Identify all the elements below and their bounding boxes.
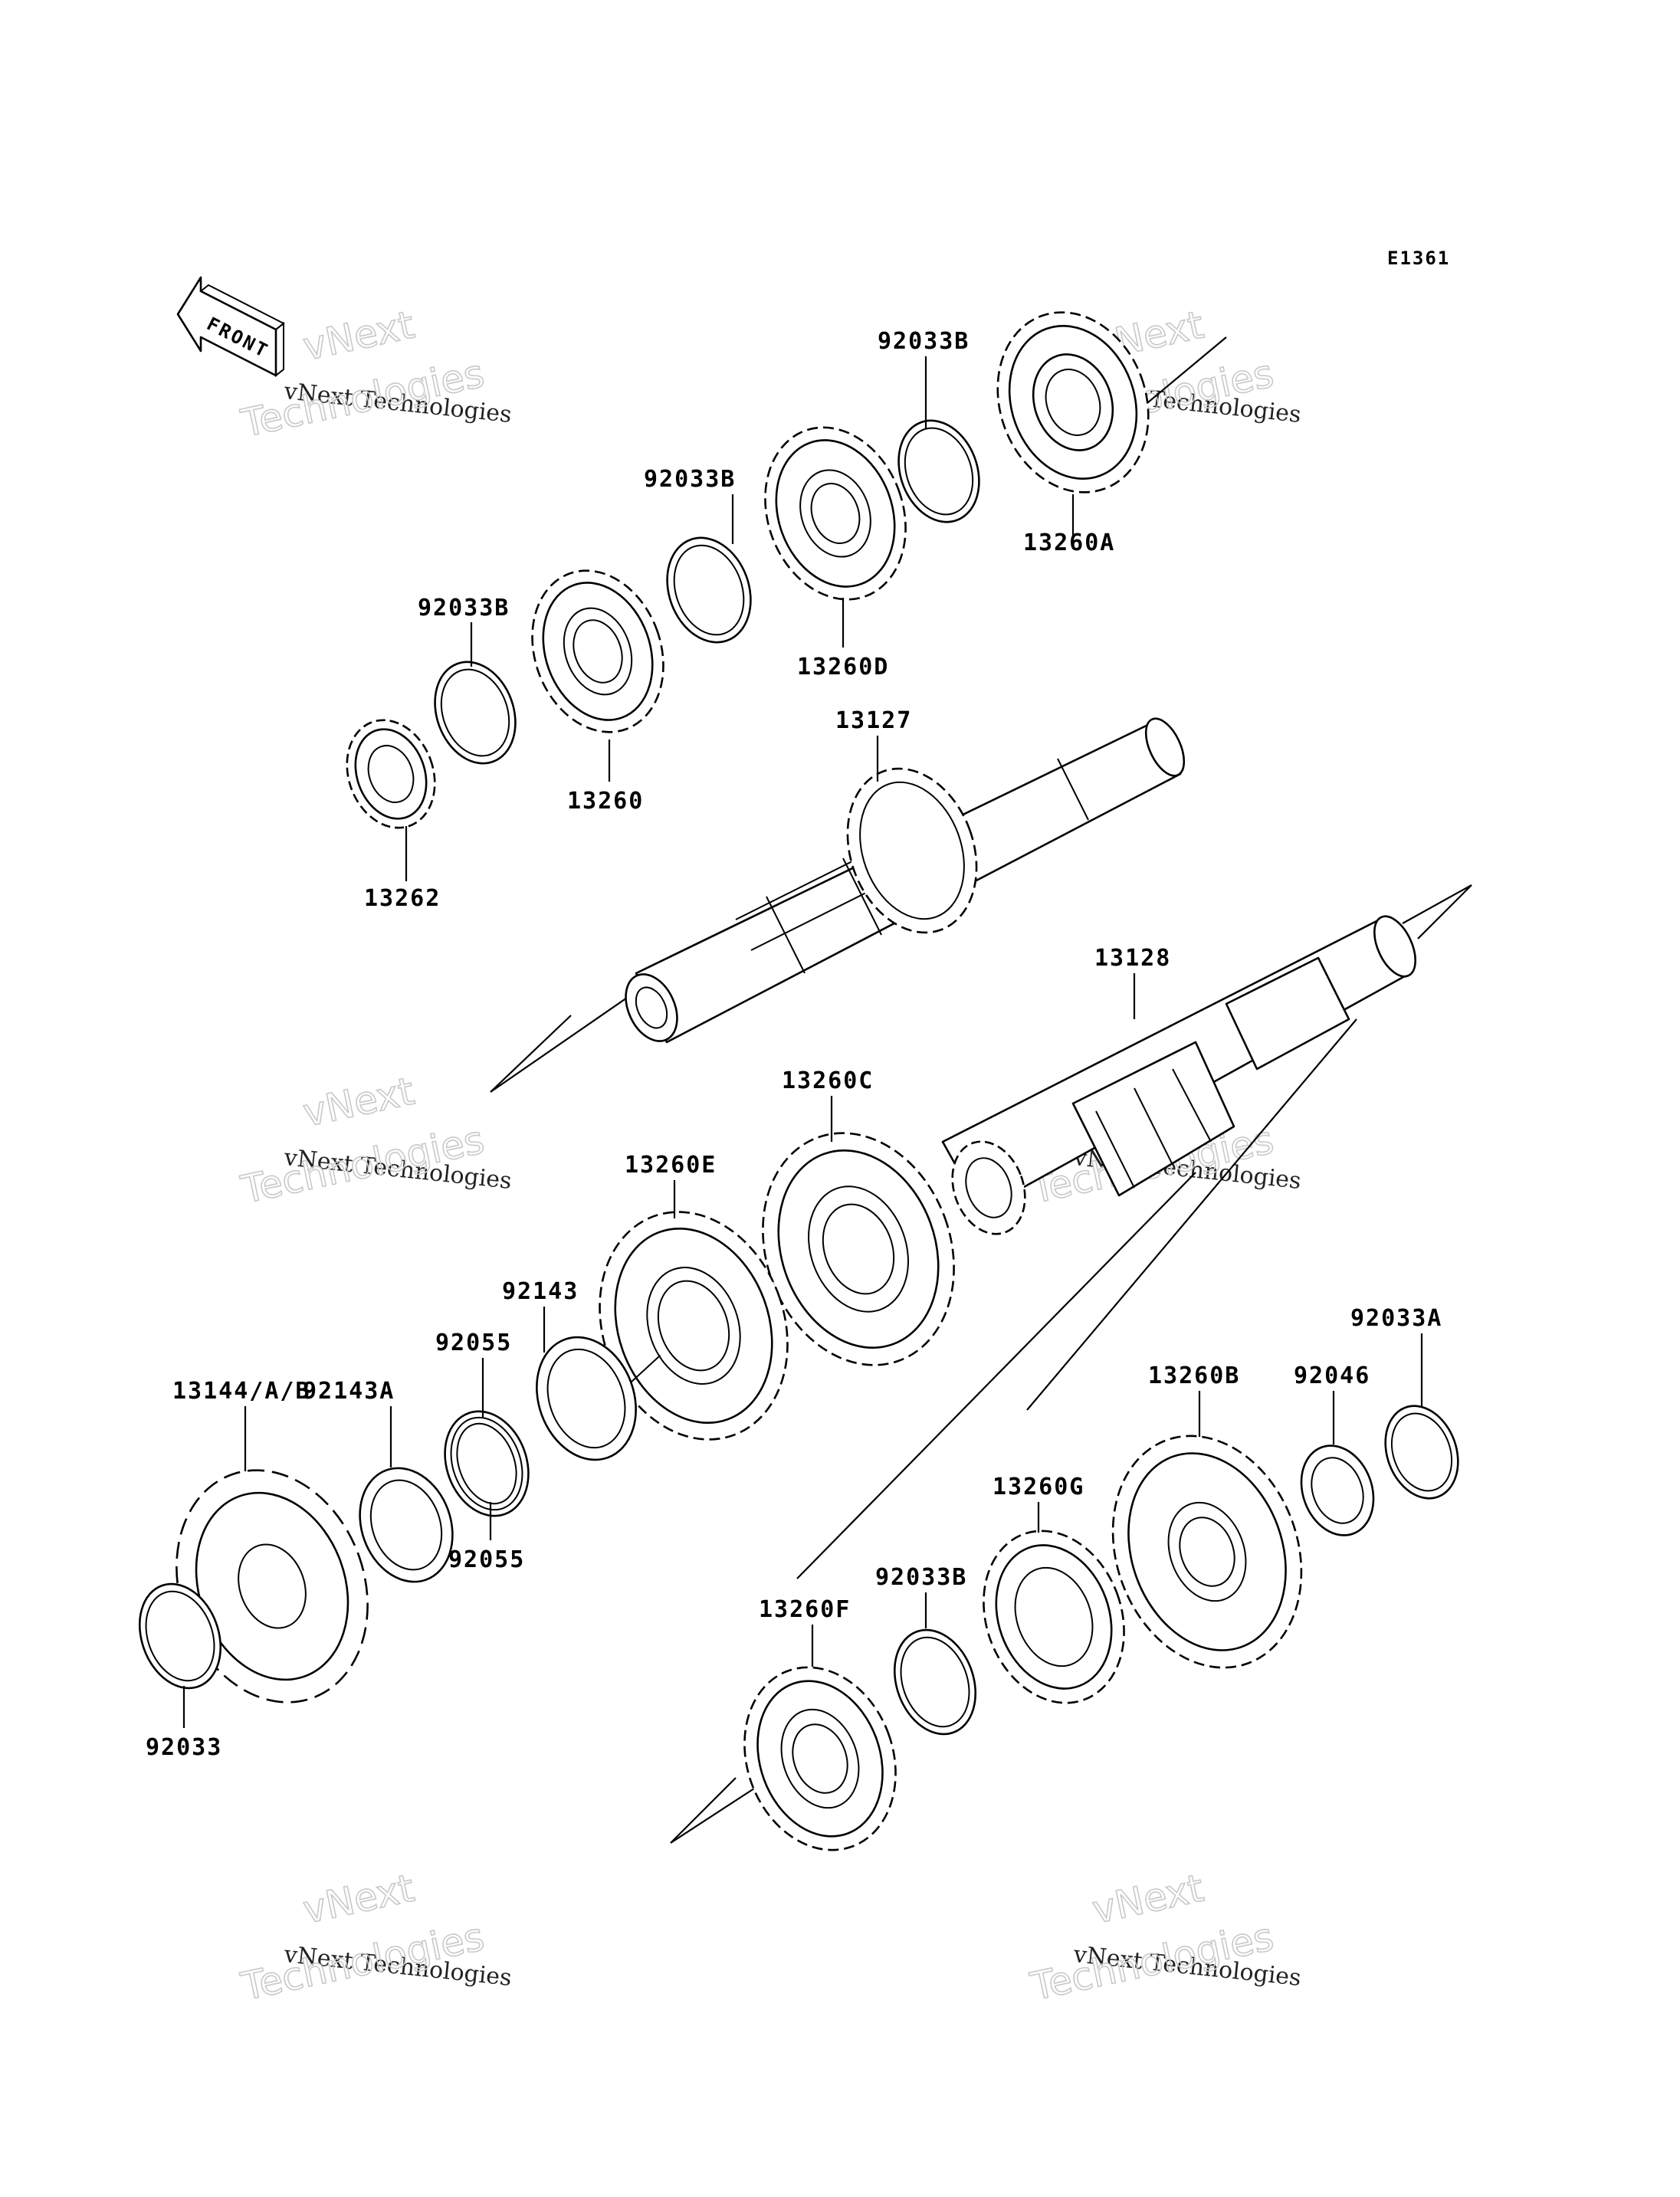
watermark-text: vNext bbox=[1088, 1866, 1207, 1933]
watermark: vNext vNext Technologies Technologies bbox=[1026, 1865, 1303, 2010]
shaft-13128[interactable] bbox=[940, 910, 1424, 1244]
axis-line bbox=[1417, 884, 1472, 939]
part-label-92033B: 92033B bbox=[878, 328, 970, 355]
circlip-92033B[interactable] bbox=[422, 651, 529, 775]
shaft-13127[interactable] bbox=[615, 713, 1192, 1049]
part-label-92143A: 92143A bbox=[303, 1378, 395, 1405]
gear-13260B[interactable] bbox=[1081, 1409, 1333, 1694]
leader-lines bbox=[182, 356, 1423, 1728]
axis-lines bbox=[490, 336, 1472, 1844]
part-label-92143: 92143 bbox=[502, 1278, 579, 1305]
part-label-13144-a-b: 13144/A/B bbox=[172, 1378, 311, 1405]
circlip-92033B[interactable] bbox=[881, 1618, 989, 1746]
axis-line bbox=[1134, 336, 1227, 415]
gear-13260A[interactable] bbox=[973, 291, 1173, 514]
part-label-13128: 13128 bbox=[1094, 945, 1171, 972]
part-label-92055: 92055 bbox=[435, 1330, 512, 1356]
part-label-92055: 92055 bbox=[448, 1546, 525, 1573]
sprocket-13144[interactable] bbox=[145, 1443, 399, 1729]
part-label-13260B: 13260B bbox=[1148, 1362, 1240, 1389]
axis-line bbox=[796, 1172, 1196, 1579]
gear-13260[interactable] bbox=[510, 552, 685, 750]
part-label-13262: 13262 bbox=[364, 885, 441, 912]
collar-92143A[interactable] bbox=[345, 1455, 468, 1595]
gear-13260F[interactable] bbox=[720, 1646, 920, 1871]
axis-line bbox=[490, 980, 652, 1093]
watermark: vNext vNext Technologies Technologies bbox=[237, 1068, 514, 1213]
part-label-13260F: 13260F bbox=[759, 1596, 851, 1623]
gear-13260D[interactable] bbox=[742, 408, 929, 619]
part-label-92033B: 92033B bbox=[418, 595, 510, 621]
circlip-92033A[interactable] bbox=[1373, 1395, 1471, 1508]
gear-13260G[interactable] bbox=[960, 1511, 1147, 1723]
watermark-text: vNext bbox=[299, 1866, 418, 1933]
front-arrow-icon: FRONT bbox=[176, 276, 285, 378]
watermark-text: Technologies bbox=[237, 1914, 487, 2009]
bearing-92046[interactable] bbox=[1289, 1435, 1386, 1546]
part-label-13127: 13127 bbox=[835, 707, 912, 734]
part-labels: 92033B 13260A 92033B 13260D 92033B 13260… bbox=[146, 328, 1442, 1761]
part-label-92033B: 92033B bbox=[875, 1564, 967, 1591]
part-label-13260E: 13260E bbox=[625, 1152, 717, 1179]
part-label-13260: 13260 bbox=[567, 788, 644, 815]
part-label-13260A: 13260A bbox=[1023, 530, 1115, 556]
watermark: vNext vNext Technologies Technologies bbox=[237, 1865, 514, 2010]
part-label-92033: 92033 bbox=[146, 1734, 222, 1761]
part-label-13260C: 13260C bbox=[782, 1067, 874, 1094]
circlip-92033B[interactable] bbox=[653, 526, 765, 654]
circlip-92033B[interactable] bbox=[885, 409, 993, 533]
axis-line bbox=[670, 1777, 737, 1844]
axis-line bbox=[490, 1015, 572, 1093]
gear-13262[interactable] bbox=[333, 708, 450, 841]
axis-line bbox=[1026, 1018, 1357, 1411]
oring-92055[interactable] bbox=[431, 1399, 543, 1527]
collar-92143[interactable] bbox=[520, 1310, 687, 1474]
part-label-92033A: 92033A bbox=[1350, 1305, 1442, 1332]
diagram-code: E1361 bbox=[1387, 248, 1450, 269]
part-label-92033B: 92033B bbox=[644, 466, 736, 493]
axis-line bbox=[1402, 884, 1472, 924]
watermark-text: Technologies bbox=[237, 1117, 487, 1212]
part-label-92046: 92046 bbox=[1294, 1362, 1370, 1389]
gear-13260E[interactable] bbox=[569, 1185, 819, 1466]
part-label-13260D: 13260D bbox=[797, 654, 889, 680]
watermark-text: vNext bbox=[299, 1069, 418, 1136]
watermark-text: Technologies bbox=[1026, 1914, 1277, 2009]
gear-13260C[interactable] bbox=[731, 1106, 986, 1392]
part-label-13260G: 13260G bbox=[993, 1474, 1084, 1500]
circlip-92033[interactable] bbox=[126, 1572, 235, 1700]
watermark-text: vNext bbox=[299, 303, 418, 369]
axis-line bbox=[670, 1785, 760, 1844]
